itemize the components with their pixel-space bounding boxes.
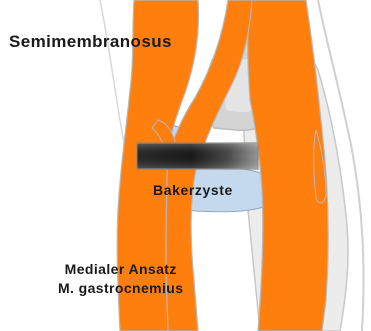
medial-label-line1: Medialer Ansatz xyxy=(58,260,183,279)
baker-cyst-label: Bakerzyste xyxy=(153,182,233,198)
leg-outline-left xyxy=(100,0,128,160)
semimembranosus-label: Semimembranosus xyxy=(9,32,172,52)
ultrasound-probe xyxy=(137,143,258,169)
medial-gastrocnemius-label: Medialer Ansatz M. gastrocnemius xyxy=(58,260,183,298)
medial-label-line2: M. gastrocnemius xyxy=(58,279,183,298)
